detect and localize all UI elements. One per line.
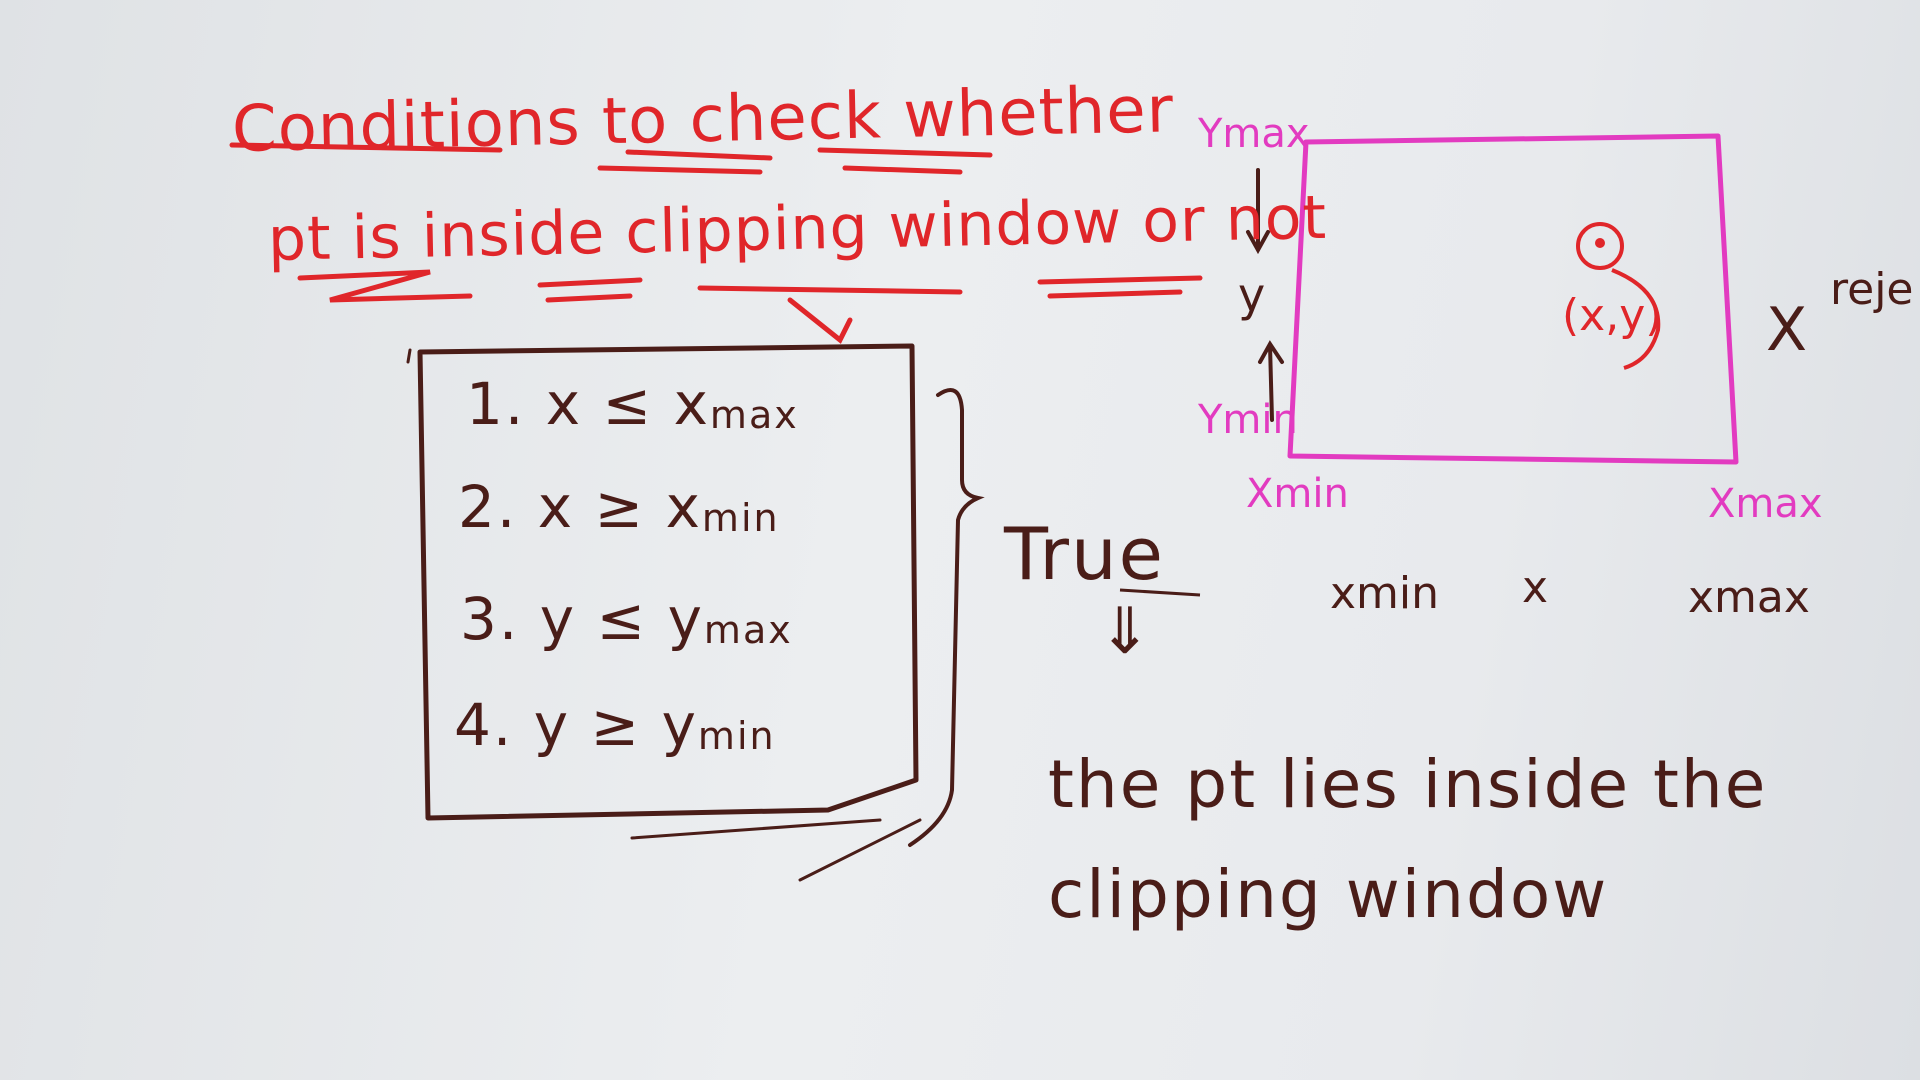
point-label: (x,y) [1562,290,1663,341]
axis-xmax: xmax [1688,572,1810,623]
implies-arrow: ⇓ [1098,595,1154,669]
reject-mark: X [1766,295,1810,365]
result-line-2: clipping window [1048,856,1609,933]
ymax-label: Ymax [1198,111,1310,157]
underline-inside [537,277,643,303]
y-label: y [1238,268,1266,322]
underline-conditions [229,142,503,153]
underline-clipping [697,285,963,295]
result-line-1: the pt lies inside the [1048,746,1768,823]
underline-check [597,149,773,175]
title-underlines [229,142,1203,344]
conditions-box [406,343,922,882]
xmin-label: Xmin [1246,471,1349,517]
curly-brace [908,388,985,847]
reject-label: reje [1830,264,1914,315]
xmax-label: Xmax [1708,481,1823,527]
underline-window-ornot [1037,275,1203,299]
clipping-window [1287,133,1739,465]
condition-4: 4. y ≥ ymin [454,691,776,759]
condition-1: 1. x ≤ xmax [466,370,799,438]
axis-x: x [1522,562,1549,613]
underline-whether [817,147,993,175]
title-pointer-stroke [787,297,853,344]
point-marker [1576,222,1661,370]
title-line-1: Conditions to check whether [231,73,1175,167]
true-underline [1119,588,1201,597]
arrow-up [1258,340,1284,422]
underline-pt [297,269,473,303]
arrow-down [1246,168,1270,255]
true-label: True [1004,512,1165,596]
ymin-label: Ymin [1198,397,1298,443]
axis-xmin: xmin [1330,568,1440,619]
y-range-arrows [1246,168,1284,422]
condition-3: 3. y ≤ ymax [460,585,793,653]
condition-2: 2. x ≥ xmin [458,473,780,541]
